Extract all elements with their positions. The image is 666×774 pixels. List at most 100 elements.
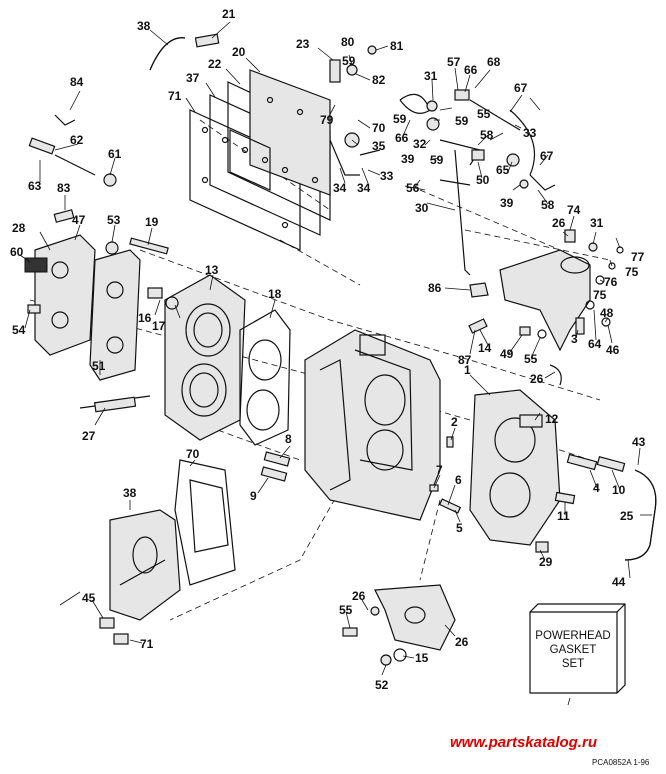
callout-83: 83 <box>57 181 71 195</box>
callout-10: 10 <box>612 483 626 497</box>
callout-31: 30 <box>415 201 429 215</box>
callout-80: 80 <box>341 35 355 49</box>
callout-40-bottom: 44 <box>612 575 626 589</box>
callout-72: 71 <box>140 637 154 651</box>
callout-77: 77 <box>631 250 645 264</box>
callout-49: 51 <box>92 359 106 373</box>
callout-62: 62 <box>70 133 84 147</box>
cylinder-block <box>304 329 441 521</box>
callout-24: 25 <box>620 509 634 523</box>
callout-63: 63 <box>28 179 42 193</box>
callout-44: 46 <box>606 343 620 357</box>
callout-67: 67 <box>514 81 528 95</box>
callout-34-right: 33 <box>523 126 537 140</box>
callout-13: 13 <box>205 263 219 277</box>
head-gasket <box>239 309 291 446</box>
callout-23: 23 <box>296 37 310 51</box>
callout-71: 70 <box>186 447 200 461</box>
callout-30: 29 <box>539 555 553 569</box>
callout-26-bottom: 26 <box>352 589 366 603</box>
callout-21: 21 <box>222 7 236 21</box>
head-cover-plates <box>189 69 331 251</box>
callout-19: 19 <box>145 215 159 229</box>
callout-40-top: 43 <box>632 435 646 449</box>
callout-56: 58 <box>480 128 494 142</box>
kit-box-line-3: SET <box>562 658 584 670</box>
callout-50: 52 <box>375 678 389 692</box>
figure-code: PCA0852A 1-96 <box>592 758 650 767</box>
callout-leader-lines <box>19 21 652 706</box>
callout-46: 47 <box>72 213 86 227</box>
callout-39-top: 39 <box>401 152 415 166</box>
callout-3: 3 <box>571 332 578 346</box>
callout-29: 28 <box>12 221 26 235</box>
callout-84: 84 <box>70 75 84 89</box>
callout-labels: 38 21 20 22 37 71 23 80 81 59 82 79 70 3… <box>10 7 646 692</box>
callout-37: 35 <box>372 139 386 153</box>
watermark: www.partskatalog.ru <box>450 734 597 751</box>
left-side-parts <box>24 114 141 381</box>
callout-65: 65 <box>496 163 510 177</box>
gasket-set-box: POWERHEAD GASKET SET <box>529 603 626 694</box>
lower-bracket <box>342 584 456 666</box>
callout-11: 11 <box>557 509 570 523</box>
callout-15: 15 <box>415 651 429 665</box>
callout-27: 27 <box>82 429 96 443</box>
callout-47: 49 <box>500 347 514 361</box>
pins-and-bolts <box>129 237 291 482</box>
callout-45: 48 <box>600 306 614 320</box>
spark-plug <box>79 395 151 413</box>
callout-43: 45 <box>82 591 96 605</box>
callout-60: 60 <box>10 245 24 259</box>
callout-68: 67 <box>540 149 554 163</box>
callout-8: 8 <box>285 432 292 446</box>
callout-7: 7 <box>436 463 443 477</box>
callout-34-left: 33 <box>380 169 394 183</box>
callout-55: 56 <box>406 181 420 195</box>
callout-28: 26 <box>455 635 469 649</box>
callout-86: 87 <box>458 353 472 367</box>
callout-33-top: 31 <box>424 69 438 83</box>
callout-4: 4 <box>593 481 600 495</box>
callout-58: 59 <box>455 114 469 128</box>
callout-14: 14 <box>478 341 492 355</box>
callout-75: 75 <box>625 265 639 279</box>
callout-85: 86 <box>428 281 442 295</box>
callout-18: 18 <box>268 287 282 301</box>
callout-73: 71 <box>168 89 182 103</box>
callout-33: 32 <box>413 137 427 151</box>
callout-32: 31 <box>590 216 604 230</box>
callout-16: 16 <box>138 311 152 325</box>
callout-5: 5 <box>456 521 463 535</box>
cover-bolt-holes <box>201 96 319 229</box>
callout-53: 55 <box>339 603 353 617</box>
callout-6: 6 <box>455 473 462 487</box>
intake-cover-and-gasket <box>99 459 236 645</box>
callout-36: 34 <box>357 181 371 195</box>
callout-55-top: 55 <box>477 107 491 121</box>
callout-1: 1 <box>464 363 471 377</box>
callout-70: 70 <box>372 121 386 135</box>
mid-fasteners <box>468 282 562 386</box>
callout-75-lower: 75 <box>593 288 607 302</box>
callout-39: 39 <box>500 196 514 210</box>
kit-box-line-1: POWERHEAD <box>535 630 610 642</box>
callout-26-top: 26 <box>552 216 566 230</box>
side-fasteners-and-hose <box>429 436 657 561</box>
callout-51: 53 <box>107 213 121 227</box>
callout-69: 68 <box>487 55 501 69</box>
callout-2: 2 <box>451 415 458 429</box>
callout-68-top: 66 <box>464 63 478 77</box>
callout-57b: 59 <box>393 112 407 126</box>
callout-17: 17 <box>152 319 166 333</box>
cylinder-head <box>164 274 246 441</box>
callout-35: 34 <box>333 181 347 195</box>
callout-52: 54 <box>12 323 26 337</box>
callout-22: 22 <box>208 57 222 71</box>
callout-54: 55 <box>524 352 538 366</box>
callout-59-top: 57 <box>447 55 461 69</box>
callout-9: 9 <box>250 489 257 503</box>
callout-42: 38 <box>137 19 151 33</box>
upper-mount-bracket <box>499 229 624 352</box>
